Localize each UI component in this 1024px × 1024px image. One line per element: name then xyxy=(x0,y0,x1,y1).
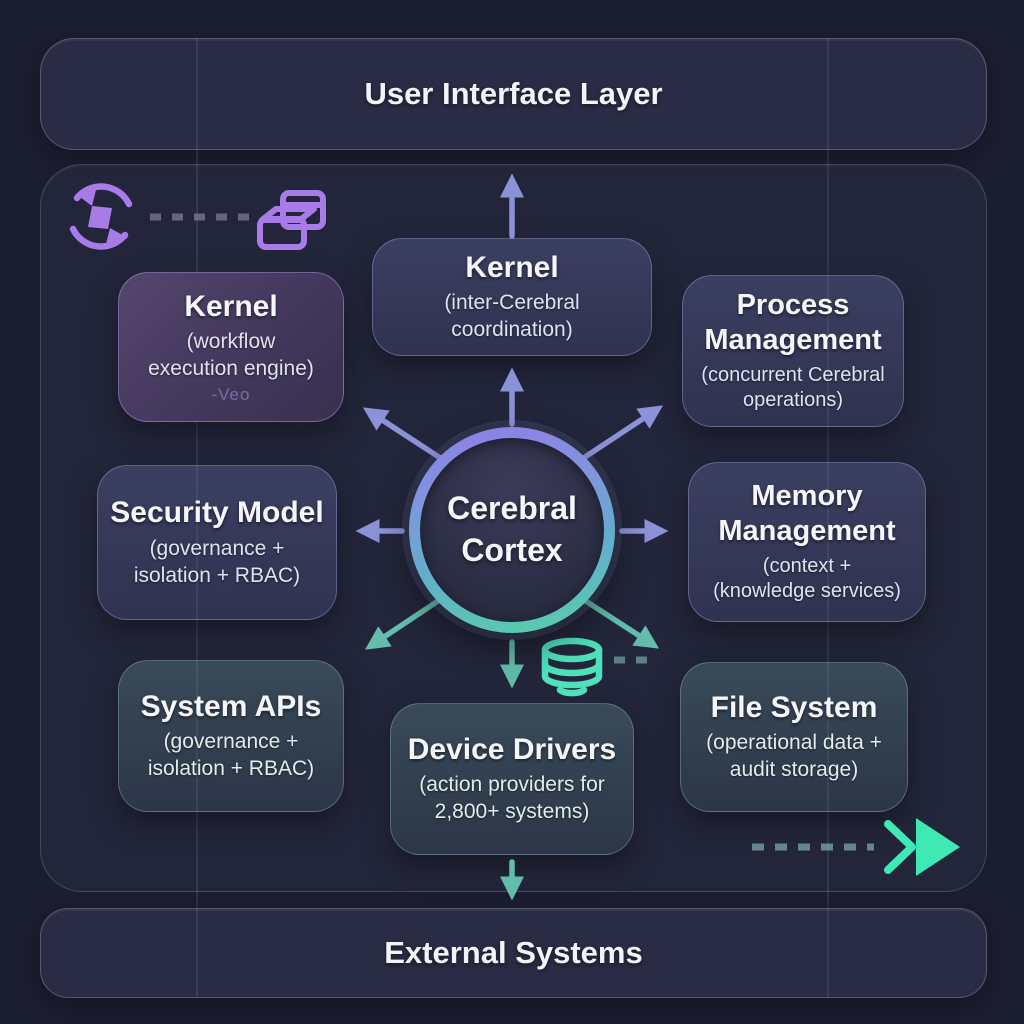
node-memory-management: Memory Management (context + (knowledge … xyxy=(688,462,926,622)
column-divider-right xyxy=(827,38,829,998)
node-subtitle: (governance + isolation + RBAC) xyxy=(147,730,315,781)
node-kernel-workflow: Kernel (workflow execution engine) -Veo xyxy=(118,272,344,422)
cerebral-cortex-inner: Cerebral Cortex xyxy=(420,438,604,622)
node-subtitle: (workflow execution engine) xyxy=(148,330,314,381)
node-title: File System xyxy=(710,690,878,724)
node-title: Memory Management xyxy=(718,480,896,548)
node-process-management: Process Management (concurrent Cerebral … xyxy=(682,275,904,427)
node-file-system: File System (operational data + audit st… xyxy=(680,662,908,812)
node-subtitle: (concurrent Cerebral operations) xyxy=(701,363,885,412)
node-title: Security Model xyxy=(110,496,324,530)
node-subtitle: (context + (knowledge services) xyxy=(713,554,901,603)
node-system-apis: System APIs (governance + isolation + RB… xyxy=(118,660,344,812)
column-divider-left xyxy=(196,38,198,998)
cerebral-cortex-hub: Cerebral Cortex xyxy=(409,427,615,633)
node-title: Device Drivers xyxy=(407,732,617,766)
veo-watermark: -Veo xyxy=(211,385,251,405)
node-title: Kernel xyxy=(184,289,278,323)
node-title: Process Management xyxy=(704,289,882,357)
node-device-drivers: Device Drivers (action providers for 2,8… xyxy=(390,703,634,855)
node-kernel-coordination: Kernel (inter-Cerebral coordination) xyxy=(372,238,652,356)
user-interface-layer-bar: User Interface Layer xyxy=(40,38,987,150)
cerebral-cortex-label: Cerebral Cortex xyxy=(447,490,577,568)
node-subtitle: (action providers for 2,800+ systems) xyxy=(419,773,605,824)
node-title: System APIs xyxy=(140,689,322,723)
external-systems-bar: External Systems xyxy=(40,908,987,998)
external-systems-label: External Systems xyxy=(384,935,643,970)
node-security-model: Security Model (governance + isolation +… xyxy=(97,465,337,620)
user-interface-layer-label: User Interface Layer xyxy=(364,76,663,111)
node-title: Kernel xyxy=(465,250,559,284)
node-subtitle: (operational data + audit storage) xyxy=(706,731,882,782)
node-subtitle: (governance + isolation + RBAC) xyxy=(133,536,301,587)
node-subtitle: (inter-Cerebral coordination) xyxy=(444,291,580,342)
